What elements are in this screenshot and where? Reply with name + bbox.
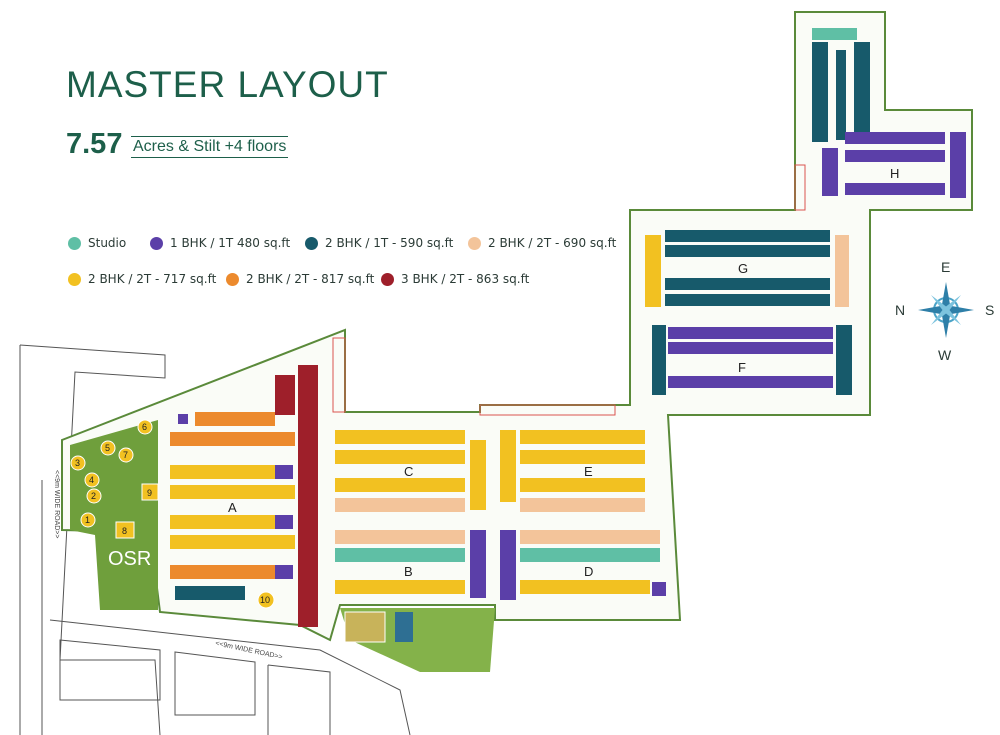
- legend-item-1bhk-480: 1 BHK / 1T 480 sq.ft: [150, 236, 290, 250]
- 2bhk-690-swatch-icon: [468, 236, 481, 250]
- left-road-label: <<9m WIDE ROAD>>: [53, 470, 60, 538]
- legend-item-2bhk-717: 2 BHK / 2T - 717 sq.ft: [68, 272, 216, 286]
- amenity-marker-3: [70, 455, 86, 471]
- legend-label: 2 BHK / 1T - 590 sq.ft: [325, 236, 454, 250]
- amenity-marker-5: [100, 440, 116, 456]
- legend-label: 3 BHK / 2T - 863 sq.ft: [401, 272, 530, 286]
- sports-court: [344, 611, 386, 643]
- sports-court-inner: [395, 612, 413, 642]
- walkway: [332, 164, 806, 416]
- legend-item-2bhk-690: 2 BHK / 2T - 690 sq.ft: [468, 236, 616, 250]
- amenity-marker-7: [118, 447, 134, 463]
- 2bhk-590-swatch-icon: [305, 236, 318, 250]
- osr-green-area: [70, 420, 158, 610]
- block-c-label: C: [404, 464, 413, 479]
- amenity-label-1: 1: [85, 515, 90, 525]
- legend-label: 1 BHK / 1T 480 sq.ft: [170, 236, 291, 250]
- legend-label: 2 BHK / 2T - 690 sq.ft: [488, 236, 617, 250]
- compass-icon: [918, 282, 974, 338]
- amenity-label-4: 4: [89, 475, 94, 485]
- 1bhk-swatch-icon: [150, 236, 163, 250]
- block-a-label: A: [228, 500, 237, 515]
- amenity-label-3: 3: [75, 458, 80, 468]
- legend-item-studio: Studio: [68, 236, 126, 250]
- amenity-label-10: 10: [260, 595, 270, 605]
- block-h-units: [812, 28, 966, 198]
- legend-label: 2 BHK / 2T - 817 sq.ft: [246, 272, 375, 286]
- amenity-label-6: 6: [142, 422, 147, 432]
- amenity-marker-6: [137, 419, 153, 435]
- compass-west-label: W: [938, 347, 952, 363]
- block-e-d-units: [500, 430, 666, 600]
- 2bhk-717-swatch-icon: [68, 272, 81, 286]
- amenity-marker-2: [86, 488, 102, 504]
- amenity-marker-10: [257, 591, 275, 609]
- area-value: 7.57: [66, 128, 123, 160]
- block-a-units: [170, 365, 318, 627]
- amenity-label-8: 8: [122, 526, 127, 536]
- amenity-label-2: 2: [91, 491, 96, 501]
- block-c-b-units: [335, 430, 486, 598]
- legend-item-2bhk-817: 2 BHK / 2T - 817 sq.ft: [226, 272, 374, 286]
- amenity-marker-8: [115, 521, 135, 539]
- compass-south-label: S: [985, 302, 994, 318]
- block-h-label: H: [890, 166, 899, 181]
- amenity-label-9: 9: [147, 488, 152, 498]
- amenity-markers: [70, 419, 275, 609]
- 3bhk-swatch-icon: [381, 272, 394, 286]
- legend-item-3bhk-863: 3 BHK / 2T - 863 sq.ft: [381, 272, 529, 286]
- block-e-label: E: [584, 464, 593, 479]
- amenity-marker-9: [141, 483, 159, 501]
- amenity-label-5: 5: [105, 443, 110, 453]
- area-note: Acres & Stilt +4 floors: [131, 136, 289, 158]
- page-title: MASTER LAYOUT: [66, 64, 389, 105]
- amenity-label-7: 7: [123, 450, 128, 460]
- amenity-marker-1: [80, 512, 96, 528]
- 2bhk-817-swatch-icon: [226, 272, 239, 286]
- block-b-label: B: [404, 564, 413, 579]
- studio-swatch-icon: [68, 236, 81, 250]
- legend-label: Studio: [88, 236, 127, 250]
- block-g-label: G: [738, 261, 748, 276]
- block-f-units: [652, 325, 852, 395]
- block-f-label: F: [738, 360, 746, 375]
- compass-north-label: N: [895, 302, 905, 318]
- legend-item-2bhk-590: 2 BHK / 1T - 590 sq.ft: [305, 236, 453, 250]
- block-g-units: [645, 230, 849, 307]
- amenity-marker-4: [84, 472, 100, 488]
- road-outline: [19, 344, 411, 735]
- compass-east-label: E: [941, 259, 950, 275]
- legend-label: 2 BHK / 2T - 717 sq.ft: [88, 272, 217, 286]
- osr-label: OSR: [108, 548, 151, 570]
- block-d-label: D: [584, 564, 593, 579]
